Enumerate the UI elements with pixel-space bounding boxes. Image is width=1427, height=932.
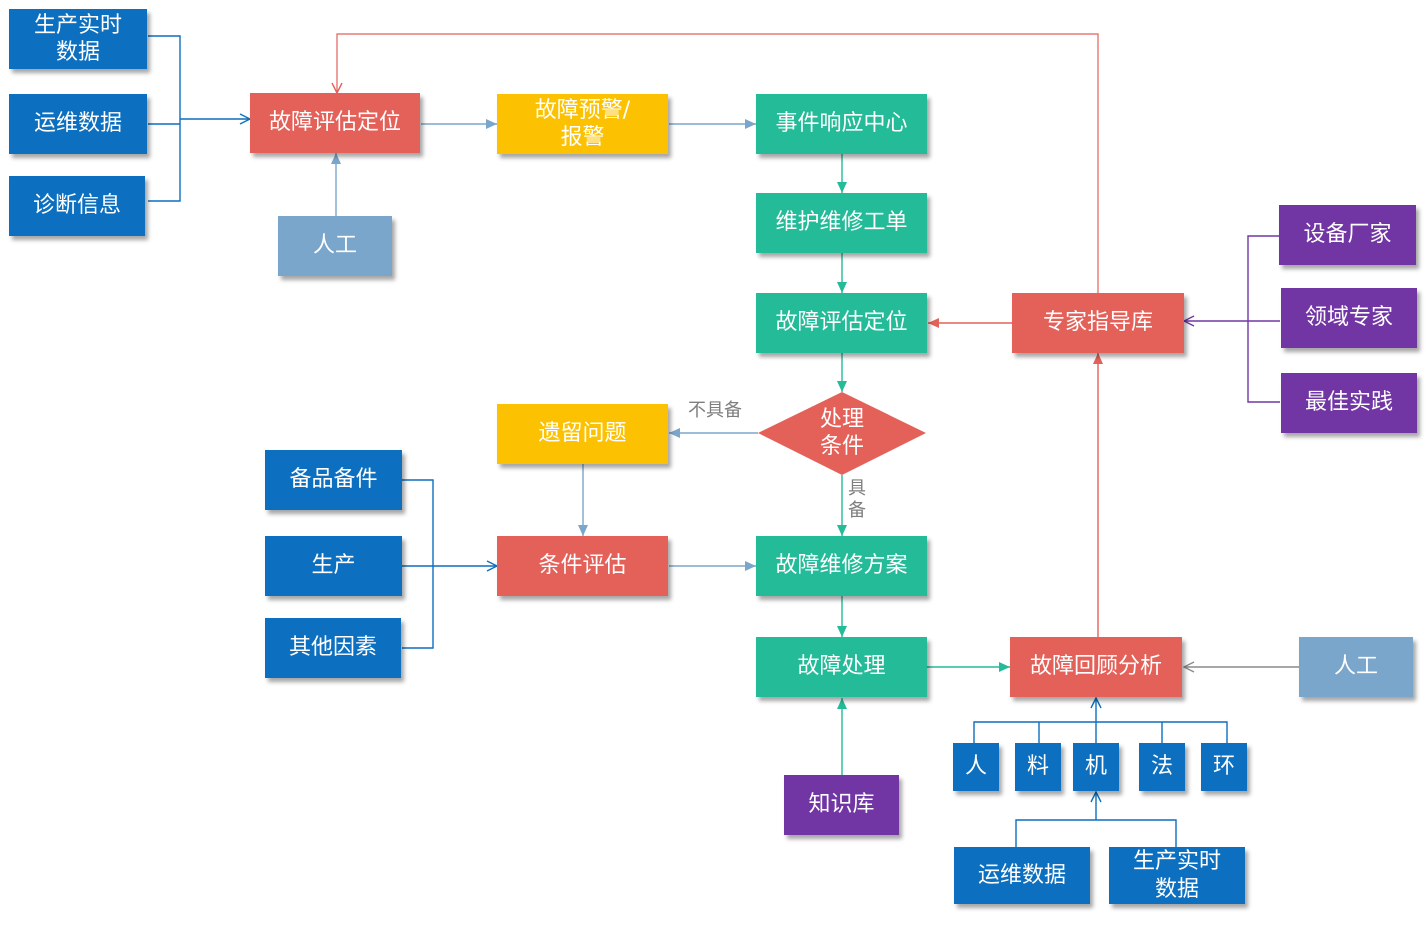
- node-machine[interactable]: 机: [1073, 743, 1119, 791]
- node-equipment-vendor[interactable]: 设备厂家: [1279, 205, 1416, 265]
- node-maintenance-work-order[interactable]: 维护维修工单: [756, 193, 927, 253]
- node-fault-eval-mid[interactable]: 故障评估定位: [756, 293, 927, 353]
- decision-label: 处理 条件: [819, 406, 864, 460]
- node-ops-data-left[interactable]: 运维数据: [9, 94, 147, 154]
- node-diagnostic-info[interactable]: 诊断信息: [9, 176, 145, 236]
- node-production[interactable]: 生产: [265, 536, 402, 596]
- node-legacy-issue[interactable]: 遗留问题: [497, 404, 668, 464]
- link-left-inputs-to-fault-eval: [148, 35, 250, 202]
- node-method[interactable]: 法: [1139, 743, 1185, 791]
- node-production-realtime-data-bottom[interactable]: 生产实时 数据: [1109, 847, 1245, 904]
- node-man[interactable]: 人: [953, 743, 999, 791]
- node-environment[interactable]: 环: [1201, 743, 1247, 791]
- node-production-realtime-data-left[interactable]: 生产实时 数据: [9, 9, 147, 69]
- node-fault-handling[interactable]: 故障处理: [756, 637, 927, 697]
- link-5m-to-review: [973, 698, 1228, 743]
- node-material[interactable]: 料: [1015, 743, 1061, 791]
- node-best-practice[interactable]: 最佳实践: [1281, 373, 1417, 433]
- node-knowledge-base[interactable]: 知识库: [784, 775, 899, 835]
- node-fault-warning[interactable]: 故障预警/ 报警: [497, 94, 668, 154]
- node-spare-parts[interactable]: 备品备件: [265, 450, 402, 510]
- node-manual-left[interactable]: 人工: [278, 216, 392, 276]
- node-fault-eval-top[interactable]: 故障评估定位: [250, 93, 420, 153]
- edge-label-have: 具 备: [848, 478, 866, 521]
- node-repair-plan[interactable]: 故障维修方案: [756, 536, 927, 596]
- node-ops-data-bottom[interactable]: 运维数据: [954, 847, 1090, 904]
- edge-label-not-have: 不具备: [688, 400, 742, 421]
- node-condition-eval[interactable]: 条件评估: [497, 536, 668, 596]
- node-domain-expert[interactable]: 领域专家: [1281, 288, 1417, 348]
- node-expert-guidance-lib[interactable]: 专家指导库: [1012, 293, 1184, 353]
- link-expert-to-top-fault-eval: [337, 33, 1099, 293]
- link-data-to-machine: [1015, 792, 1177, 847]
- decision-diamond[interactable]: [758, 392, 926, 475]
- node-event-response-center[interactable]: 事件响应中心: [756, 94, 927, 154]
- node-fault-review-analysis[interactable]: 故障回顾分析: [1010, 637, 1182, 697]
- link-experts-to-expert-lib: [1184, 235, 1280, 403]
- node-manual-right[interactable]: 人工: [1299, 637, 1413, 697]
- link-factors-to-cond-eval: [402, 479, 497, 649]
- node-other-factors[interactable]: 其他因素: [265, 618, 401, 678]
